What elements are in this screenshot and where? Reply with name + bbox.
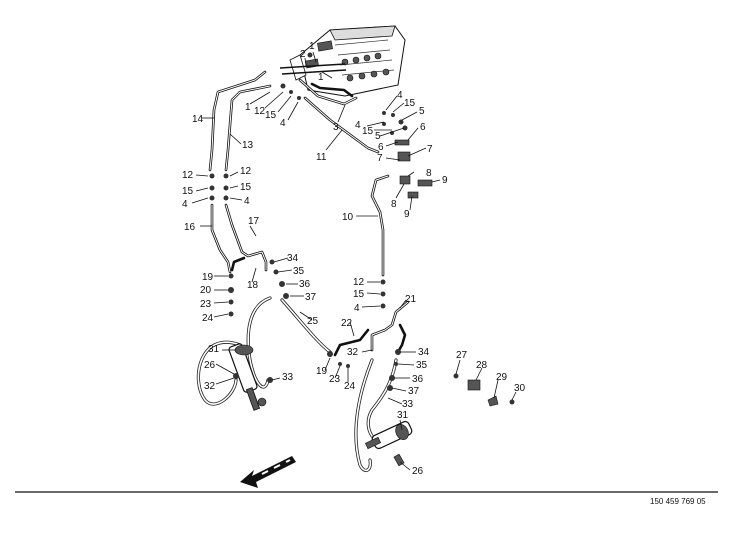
control-valve-block	[279, 25, 406, 97]
callout: 1	[245, 102, 251, 113]
callout: 17	[248, 216, 260, 227]
callout: 13	[242, 140, 254, 151]
callout: 19	[202, 272, 214, 283]
callout: 18	[247, 280, 259, 291]
callout: 7	[427, 144, 433, 155]
callout: 30	[514, 383, 526, 394]
callouts: 1 2 1 1 12 15 4 3 11 4 15 5 4 15 5 6 6 7…	[182, 41, 526, 477]
callout: 12	[254, 106, 266, 117]
callout: 15	[362, 126, 374, 137]
rigid-pipes	[208, 70, 410, 357]
callout: 12	[240, 166, 252, 177]
callout: 9	[442, 175, 448, 186]
callout: 26	[412, 466, 424, 477]
callout: 4	[354, 303, 360, 314]
callout: 11	[316, 152, 327, 163]
callout: 22	[341, 318, 353, 329]
callout: 34	[287, 253, 299, 264]
callout: 10	[342, 212, 354, 223]
callout: 29	[496, 372, 508, 383]
callout: 16	[184, 222, 196, 233]
callout: 12	[353, 277, 365, 288]
callout: 4	[397, 90, 403, 101]
callout: 19	[316, 366, 328, 377]
callout: 27	[456, 350, 468, 361]
callout: 36	[412, 374, 424, 385]
callout: 34	[418, 347, 430, 358]
callout: 4	[244, 196, 250, 207]
callout: 25	[307, 316, 319, 327]
callout: 31	[397, 410, 409, 421]
callout: 6	[420, 122, 426, 133]
callout: 7	[377, 153, 383, 164]
callout: 14	[192, 114, 204, 125]
direction-arrow-icon	[240, 456, 296, 488]
callout: 32	[347, 347, 359, 358]
callout: 33	[282, 372, 294, 383]
callout: 20	[200, 285, 212, 296]
callout: 37	[408, 386, 420, 397]
callout: 15	[404, 98, 416, 109]
callout: 23	[200, 299, 212, 310]
callout: 12	[182, 170, 194, 181]
callout: 1	[318, 72, 324, 83]
callout: 33	[402, 399, 414, 410]
callout: 26	[204, 360, 216, 371]
callout: 35	[416, 360, 428, 371]
callout: 6	[378, 142, 384, 153]
callout: 15	[182, 186, 194, 197]
callout: 8	[426, 168, 432, 179]
callout: 5	[375, 131, 381, 142]
callout: 1	[309, 41, 315, 52]
callout: 2	[300, 49, 306, 60]
callout: 24	[344, 381, 356, 392]
callout: 36	[299, 279, 311, 290]
callout: 4	[182, 199, 188, 210]
callout: 24	[202, 313, 214, 324]
callout: 4	[280, 118, 286, 129]
callout: 35	[293, 266, 305, 277]
callout: 37	[305, 292, 317, 303]
callout: 15	[240, 182, 252, 193]
callout: 28	[476, 360, 488, 371]
callout: 4	[355, 120, 361, 131]
callout: 23	[329, 374, 341, 385]
callout: 3	[333, 122, 339, 133]
callout: 8	[391, 199, 397, 210]
callout: 15	[353, 289, 365, 300]
callout: 21	[405, 294, 417, 305]
document-number: 150 459 769 05	[650, 497, 706, 506]
callout: 32	[204, 381, 216, 392]
hoses	[196, 296, 398, 472]
leader-lines	[191, 51, 517, 471]
callout: 9	[404, 209, 410, 220]
cylinder-left	[228, 343, 267, 411]
callout: 15	[265, 110, 277, 121]
callout: 31	[208, 344, 220, 355]
callout: 5	[419, 106, 425, 117]
